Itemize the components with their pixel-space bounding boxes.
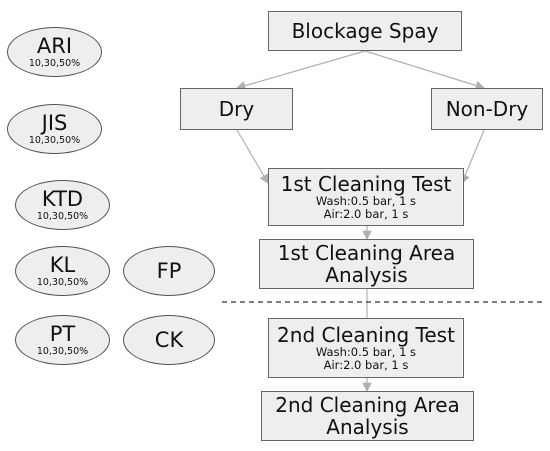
material-ellipse-kl: KL 10,30,50% [15, 246, 110, 296]
nondry-box: Non-Dry [431, 88, 543, 130]
material-name: KTD [41, 187, 84, 211]
cleaning-test-1-air: Air:2.0 bar, 1 s [323, 207, 409, 221]
cleaning-area-analysis-2-box: 2nd Cleaning Area Analysis [261, 391, 474, 441]
blockage-spray-label: Blockage Spay [291, 19, 439, 43]
material-ellipse-ck: CK [123, 315, 215, 365]
cleaning-test-1-title: 1st Cleaning Test [280, 172, 452, 196]
material-name: FP [156, 259, 182, 283]
material-concentrations: 10,30,50% [36, 277, 89, 288]
material-concentrations: 10,30,50% [28, 135, 81, 146]
arrow-nondry-to-test1 [460, 129, 485, 185]
analysis-1-line1: 1st Cleaning Area [277, 241, 456, 265]
blockage-spray-box: Blockage Spay [268, 11, 462, 51]
material-concentrations: 10,30,50% [28, 58, 81, 69]
cleaning-test-2-box: 2nd Cleaning Test Wash:0.5 bar, 1 s Air:… [268, 318, 464, 378]
arrow-blockage-to-dry [235, 50, 366, 91]
dry-label: Dry [218, 97, 255, 121]
material-concentrations: 10,30,50% [36, 346, 89, 357]
cleaning-test-1-wash: Wash:0.5 bar, 1 s [315, 194, 417, 208]
material-name: JIS [41, 111, 68, 135]
cleaning-test-2-air: Air:2.0 bar, 1 s [323, 358, 409, 372]
material-ellipse-ari: ARI 10,30,50% [7, 27, 102, 77]
arrow-dry-to-test1 [236, 129, 269, 185]
material-concentrations: 10,30,50% [36, 211, 89, 222]
cleaning-test-2-wash: Wash:0.5 bar, 1 s [315, 345, 417, 359]
analysis-2-line2: Analysis [326, 415, 409, 439]
analysis-2-line1: 2nd Cleaning Area [275, 393, 460, 417]
material-name: PT [49, 322, 76, 346]
cleaning-test-1-box: 1st Cleaning Test Wash:0.5 bar, 1 s Air:… [268, 168, 464, 226]
material-name: CK [154, 328, 184, 352]
analysis-1-line2: Analysis [325, 263, 408, 287]
cleaning-test-2-title: 2nd Cleaning Test [277, 323, 455, 347]
material-ellipse-pt: PT 10,30,50% [15, 315, 110, 365]
material-ellipse-jis: JIS 10,30,50% [7, 104, 102, 154]
material-ellipse-fp: FP [123, 246, 215, 296]
material-name: ARI [36, 34, 73, 58]
material-ellipse-ktd: KTD 10,30,50% [15, 180, 110, 230]
dry-box: Dry [180, 88, 293, 130]
arrow-blockage-to-nondry [364, 50, 486, 91]
material-name: KL [49, 253, 76, 277]
cleaning-area-analysis-1-box: 1st Cleaning Area Analysis [259, 239, 474, 289]
nondry-label: Non-Dry [445, 97, 529, 121]
